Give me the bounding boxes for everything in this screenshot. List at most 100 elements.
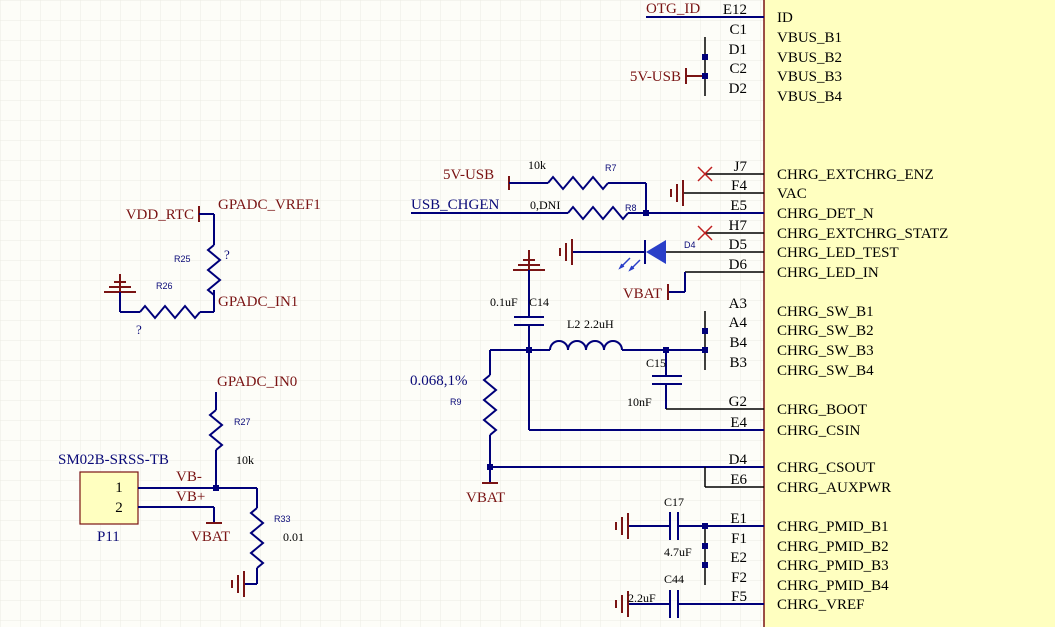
pin-name-chrg-led-in[interactable]: CHRG_LED_IN — [777, 265, 879, 281]
r8-ref: R8 — [625, 203, 637, 213]
net-5v-usb-r7: 5V-USB — [443, 167, 494, 183]
pin-name-chrg-sw-b1[interactable]: CHRG_SW_B1 — [777, 304, 874, 320]
pin-name-chrg-pmid-b2[interactable]: CHRG_PMID_B2 — [777, 539, 889, 555]
net-vbat-r9: VBAT — [466, 490, 505, 506]
pin-number-chrg-sw-b2: A4 — [729, 315, 748, 331]
p11-pin2: 2 — [115, 500, 123, 516]
pin-number-chrg-led-test: D5 — [729, 237, 747, 253]
l2-inductor[interactable] — [549, 340, 623, 351]
r27-resistor[interactable] — [208, 409, 224, 451]
p11-pin1: 1 — [115, 480, 123, 496]
c14-value: 0.1uF — [490, 295, 518, 309]
pin-number-vbus-b1: C1 — [729, 22, 747, 38]
r9-resistor[interactable] — [482, 374, 498, 436]
pin-name-vbus-b3[interactable]: VBUS_B3 — [777, 69, 842, 85]
r9-ref: R9 — [450, 397, 462, 407]
r33-value: 0.01 — [283, 530, 304, 544]
pin-name-chrg-csin[interactable]: CHRG_CSIN — [777, 423, 861, 439]
net-vbat-conn: VBAT — [191, 529, 230, 545]
pin-name-chrg-sw-b2[interactable]: CHRG_SW_B2 — [777, 323, 874, 339]
pin-name-vbus-b1[interactable]: VBUS_B1 — [777, 30, 842, 46]
r8-resistor[interactable] — [567, 205, 629, 221]
p11-part-number: SM02B-SRSS-TB — [58, 452, 169, 468]
c17-ref: C17 — [664, 495, 684, 509]
net-gpadc-in0: GPADC_IN0 — [217, 374, 297, 390]
pin-number-chrg-pmid-b3: E2 — [730, 550, 747, 566]
l2-value: 2.2uH — [584, 317, 614, 331]
r26-value: ? — [136, 322, 142, 337]
pin-number-chrg-pmid-b2: F1 — [731, 531, 747, 547]
c17-value: 4.7uF — [664, 545, 692, 559]
pin-number-chrg-led-in: D6 — [729, 257, 748, 273]
r25-resistor[interactable] — [206, 244, 222, 296]
r33-ref: R33 — [274, 514, 291, 524]
r25-value: ? — [224, 247, 230, 262]
gpadc-in1-section: VDD_RTC GPADC_VREF1 GPADC_IN1 R25 ? R26 … — [104, 197, 321, 337]
r9-value: 0.068,1% — [410, 373, 468, 389]
r25-ref: R25 — [174, 254, 191, 264]
pin-name-chrg-extchrg-enz[interactable]: CHRG_EXTCHRG_ENZ — [777, 167, 934, 183]
pin-number-chrg-sw-b1: A3 — [729, 296, 747, 312]
pin-name-chrg-pmid-b4[interactable]: CHRG_PMID_B4 — [777, 578, 889, 594]
pin-name-chrg-pmid-b1[interactable]: CHRG_PMID_B1 — [777, 519, 889, 535]
pin-number-vac: F4 — [731, 178, 747, 194]
r26-ref: R26 — [156, 281, 173, 291]
pin-name-chrg-sw-b4[interactable]: CHRG_SW_B4 — [777, 363, 874, 379]
net-vbat-led: VBAT — [623, 286, 662, 302]
p11-ref: P11 — [97, 529, 120, 545]
pin-number-chrg-csin: E4 — [730, 415, 747, 431]
pin-number-chrg-pmid-b1: E1 — [730, 511, 747, 527]
pin-name-vac[interactable]: VAC — [777, 186, 807, 202]
pin-name-chrg-auxpwr[interactable]: CHRG_AUXPWR — [777, 480, 891, 496]
pin-number-vbus-b4: D2 — [729, 81, 747, 97]
net-otg-id: OTG_ID — [646, 1, 700, 17]
net-vb-minus: VB- — [176, 469, 202, 485]
pin-number-chrg-csout: D4 — [729, 452, 748, 468]
pin-number-chrg-extchrg-enz: J7 — [734, 159, 748, 175]
l2-ref: L2 — [567, 317, 580, 331]
pin-number-chrg-boot: G2 — [729, 394, 747, 410]
c15-value: 10nF — [627, 395, 652, 409]
r26-resistor[interactable] — [139, 304, 201, 320]
pmid-section: C17 4.7uF C44 2.2uF — [615, 495, 764, 618]
charger-ic-body[interactable] — [763, 0, 1055, 627]
pin-number-chrg-sw-b3: B4 — [729, 335, 747, 351]
r8-value: 0,DNI — [530, 198, 560, 212]
pin-name-id[interactable]: ID — [777, 10, 793, 26]
buck-section: 0.1uF C14 L2 2.2uH C15 10nF 0.068,1% R9 … — [410, 250, 764, 506]
pin-name-chrg-csout[interactable]: CHRG_CSOUT — [777, 460, 875, 476]
pin-name-chrg-boot[interactable]: CHRG_BOOT — [777, 402, 867, 418]
led-d4-section: D4 VBAT — [559, 239, 764, 302]
r7-resistor[interactable] — [547, 175, 609, 191]
net-gpadc-in1: GPADC_IN1 — [218, 294, 298, 310]
d4-led[interactable] — [646, 240, 666, 264]
net-5v-usb-vbus: 5V-USB — [630, 69, 681, 85]
r7-value: 10k — [528, 158, 546, 172]
pin-name-chrg-sw-b3[interactable]: CHRG_SW_B3 — [777, 343, 874, 359]
pin-number-chrg-sw-b4: B3 — [729, 355, 747, 371]
c44-ref: C44 — [664, 572, 684, 586]
pin-number-chrg-det-n: E5 — [730, 198, 747, 214]
pin-number-vbus-b3: C2 — [729, 61, 747, 77]
pin-number-chrg-auxpwr: E6 — [730, 472, 747, 488]
gpadc-in0-section: GPADC_IN0 R27 10k 1 2 SM02B-SRSS-TB P11 … — [58, 374, 304, 597]
pin-name-chrg-pmid-b3[interactable]: CHRG_PMID_B3 — [777, 558, 889, 574]
pin-name-vbus-b2[interactable]: VBUS_B2 — [777, 50, 842, 66]
pin-name-chrg-extchrg-statz[interactable]: CHRG_EXTCHRG_STATZ — [777, 226, 948, 242]
r33-resistor[interactable] — [249, 507, 265, 569]
net-vb-plus: VB+ — [176, 489, 205, 505]
pin-number-vbus-b2: D1 — [729, 42, 747, 58]
pin-name-chrg-det-n[interactable]: CHRG_DET_N — [777, 206, 874, 222]
pin-name-vbus-b4[interactable]: VBUS_B4 — [777, 89, 843, 105]
net-usb-chgen: USB_CHGEN — [411, 197, 500, 213]
c14-ref: C14 — [529, 295, 549, 309]
r27-ref: R27 — [234, 417, 251, 427]
net-gpadc-vref1: GPADC_VREF1 — [218, 197, 321, 213]
p11-connector[interactable] — [79, 471, 139, 525]
pin-name-chrg-vref[interactable]: CHRG_VREF — [777, 597, 865, 613]
vbus-section: OTG_ID 5V-USB — [630, 1, 764, 96]
pin-number-chrg-pmid-b4: F2 — [731, 570, 747, 586]
pin-name-chrg-led-test[interactable]: CHRG_LED_TEST — [777, 245, 899, 261]
d4-ref: D4 — [684, 240, 696, 250]
